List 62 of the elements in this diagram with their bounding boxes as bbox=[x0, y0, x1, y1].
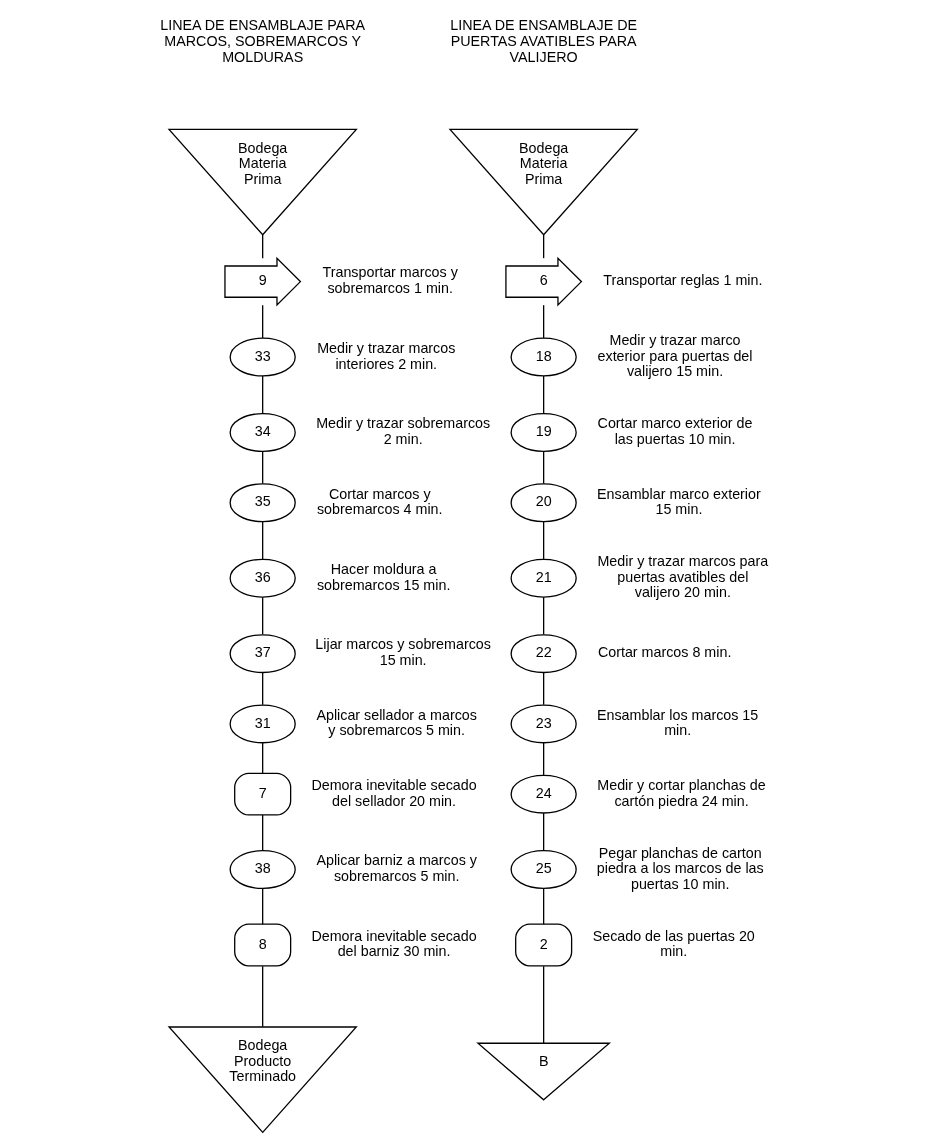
connector bbox=[542, 965, 544, 1044]
connector bbox=[261, 521, 263, 560]
node-label: Transportar reglas 1 min. bbox=[602, 272, 762, 289]
node-ellipse: 36 bbox=[229, 558, 296, 598]
connector bbox=[261, 375, 263, 414]
node-ellipse: 24 bbox=[510, 774, 577, 814]
connector bbox=[542, 234, 544, 259]
node-label: Cortar marcos y sobremarcos 4 min. bbox=[316, 485, 443, 518]
node-ellipse: 21 bbox=[510, 558, 577, 598]
node-label: Medir y trazar sobremarcos 2 min. bbox=[315, 415, 490, 447]
node-label: Lijar marcos y sobremarcos 15 min. bbox=[314, 636, 491, 669]
node-label: Aplicar barniz a marcos y sobremarcos 5 min. bbox=[315, 852, 477, 885]
connector bbox=[261, 965, 263, 1028]
node-label: Demora inevitable secado del barniz 30 min. bbox=[310, 927, 477, 960]
connector bbox=[261, 672, 263, 706]
node-label: Ensamblar marco exterior 15 min. bbox=[596, 485, 761, 518]
node-label: Medir y trazar marco exterior para puertas del valijero 15 min. bbox=[597, 332, 753, 380]
node-label: Pegar planchas de carton piedra a los marcos de las puertas 10 min. bbox=[596, 844, 764, 892]
node-label: Demora inevitable secado del sellador 20 min. bbox=[310, 776, 477, 809]
node-label: Medir y trazar marcos interiores 2 min. bbox=[316, 339, 455, 372]
node-label: Cortar marco exterior de las puertas 10 min. bbox=[597, 415, 752, 447]
connector bbox=[542, 521, 544, 560]
node-label: Ensamblar los marcos 15 min. bbox=[596, 706, 758, 739]
node-label: Secado de las puertas 20 min. bbox=[592, 927, 755, 960]
node-label: Medir y cortar planchas de cartón piedra 24 min. bbox=[596, 776, 766, 809]
connector bbox=[542, 812, 544, 851]
connector bbox=[261, 234, 263, 259]
node-ellipse: 18 bbox=[510, 337, 577, 377]
node-ellipse: 20 bbox=[510, 483, 577, 523]
connector bbox=[542, 304, 544, 339]
node-ellipse: 22 bbox=[510, 634, 577, 674]
node-ellipse: 37 bbox=[229, 634, 296, 674]
connector bbox=[542, 375, 544, 414]
node-label: Aplicar sellador a marcos y sobremarcos 5 min. bbox=[315, 706, 477, 739]
node-ellipse: 31 bbox=[229, 704, 296, 744]
connector bbox=[261, 450, 263, 485]
connector bbox=[542, 887, 544, 925]
node-label: Transportar marcos y sobremarcos 1 min. bbox=[321, 264, 458, 297]
node-ellipse: 33 bbox=[229, 337, 296, 377]
node-ellipse: 23 bbox=[510, 704, 577, 744]
connector bbox=[542, 672, 544, 706]
node-box: 8 bbox=[233, 923, 291, 967]
node-ellipse: 25 bbox=[510, 850, 577, 890]
node-ellipse: 35 bbox=[229, 483, 296, 523]
node-ellipse: 38 bbox=[229, 850, 296, 890]
node-label: Cortar marcos 8 min. bbox=[597, 644, 731, 661]
connector bbox=[261, 887, 263, 925]
label: LINEA DE ENSAMBLAJE PARA MARCOS, SOBREMARCOS Y MOLDURAS bbox=[159, 17, 365, 65]
connector bbox=[261, 596, 263, 635]
connector bbox=[261, 814, 263, 852]
node-box: 7 bbox=[233, 772, 291, 816]
node-ellipse: 34 bbox=[229, 413, 296, 452]
node-label: Hacer moldura a sobremarcos 15 min. bbox=[316, 561, 450, 593]
connector bbox=[542, 450, 544, 485]
label: LINEA DE ENSAMBLAJE DE PUERTAS AVATIBLES PARA VALIJERO bbox=[449, 17, 637, 65]
connector bbox=[542, 596, 544, 635]
node-ellipse: 19 bbox=[510, 413, 577, 452]
connector bbox=[261, 304, 263, 339]
node-box: 2 bbox=[514, 923, 572, 967]
node-label: Medir y trazar marcos para puertas avatibles del valijero 20 min. bbox=[596, 553, 768, 601]
connector bbox=[542, 742, 544, 776]
connector bbox=[261, 742, 263, 774]
